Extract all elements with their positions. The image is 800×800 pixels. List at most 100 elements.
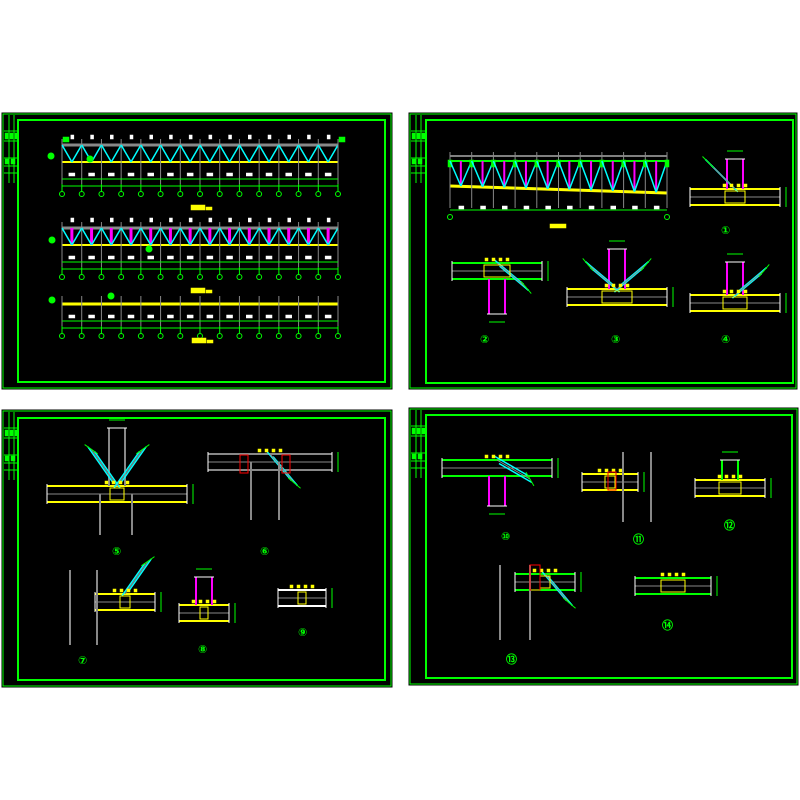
dimension-text xyxy=(88,314,95,319)
weld-symbol xyxy=(736,183,741,188)
diagonal-web xyxy=(514,160,527,189)
diagonal-web xyxy=(140,227,152,246)
axis-bubble xyxy=(216,191,223,197)
sheet-outer-border xyxy=(409,113,797,389)
dimension-text xyxy=(324,255,332,260)
detail-label-11: ⑪ xyxy=(633,532,644,546)
weld-symbol xyxy=(278,448,283,453)
axis-bubble xyxy=(256,191,263,197)
dimension-text xyxy=(226,172,233,177)
weld-symbol xyxy=(681,572,686,577)
weld-symbol xyxy=(205,599,210,604)
detail-label-14: ⑭ xyxy=(662,618,673,632)
diagonal-flange xyxy=(731,273,763,299)
diagonal-web xyxy=(189,144,201,163)
dimension-text xyxy=(147,255,154,260)
weld-symbol xyxy=(505,454,510,459)
section-callout-bubble xyxy=(48,296,56,304)
weld-symbol xyxy=(498,257,503,262)
axis-bubble xyxy=(315,191,322,197)
sheet-inner-border xyxy=(17,417,386,681)
dimension-text xyxy=(206,255,214,260)
dimension-text xyxy=(68,172,76,177)
diagonal-flange xyxy=(584,260,615,287)
diagonal-web xyxy=(120,144,132,163)
axis-bubble xyxy=(78,274,85,280)
bolt-plate xyxy=(607,471,617,491)
title-block-cell xyxy=(4,429,9,437)
diagonal-web xyxy=(278,227,290,246)
dimension-text xyxy=(246,314,253,319)
detail-label-10: ⑩ xyxy=(501,530,510,543)
diagonal-web xyxy=(189,227,201,246)
diagonal-web xyxy=(61,227,73,246)
section-callout-bubble xyxy=(48,236,56,244)
weld-symbol xyxy=(597,468,602,473)
sheet-background xyxy=(408,112,798,390)
dimension-text xyxy=(186,255,194,260)
diagonal-web xyxy=(71,227,83,246)
axis-bubble xyxy=(216,333,223,339)
title-block-cell xyxy=(9,132,14,140)
stiffener xyxy=(534,159,540,168)
diagonal-web xyxy=(471,160,484,187)
dimension-text xyxy=(127,314,135,319)
section-mark xyxy=(188,134,193,140)
weld-symbol xyxy=(667,572,672,577)
diagonal-web xyxy=(248,227,260,246)
weld-symbol xyxy=(743,289,748,294)
weld-symbol xyxy=(125,480,130,485)
break-line xyxy=(702,156,715,169)
dimension-text xyxy=(305,255,312,260)
break-line xyxy=(640,258,652,272)
diagonal-web xyxy=(327,227,339,246)
weld-symbol xyxy=(119,588,124,593)
dimension-text xyxy=(653,205,660,210)
dimension-text xyxy=(285,255,292,260)
gusset-plate xyxy=(718,481,742,495)
dimension-text xyxy=(305,314,312,319)
diagonal-web xyxy=(179,144,191,163)
diagonal-web xyxy=(288,227,300,246)
weld-symbol xyxy=(553,568,558,573)
weld-symbol xyxy=(674,572,679,577)
drawing-sheet-4 xyxy=(408,407,799,686)
diagonal-web xyxy=(258,144,270,163)
axis-bubble xyxy=(236,191,243,197)
break-line xyxy=(758,264,770,278)
column-marker xyxy=(338,136,346,143)
detail-label-4: ④ xyxy=(721,333,730,346)
section-mark xyxy=(287,134,291,140)
gusset-plate xyxy=(297,591,307,605)
weld-symbol xyxy=(104,480,109,485)
diagonal-web xyxy=(100,144,112,163)
detail-label-7: ⑦ xyxy=(78,654,87,667)
weld-symbol xyxy=(126,588,131,593)
gusset-plate xyxy=(722,296,748,310)
diagonal-flange xyxy=(113,451,141,489)
diagonal-web xyxy=(492,160,505,188)
diagonal-web xyxy=(199,144,211,163)
weld-symbol xyxy=(729,289,734,294)
diagonal-web xyxy=(209,144,221,163)
section-mark xyxy=(129,134,134,140)
dimension-text xyxy=(186,314,194,319)
axis-bubble xyxy=(256,274,263,280)
drawing-title-mark xyxy=(190,287,206,294)
section-mark xyxy=(110,217,114,223)
dimension-text xyxy=(523,205,530,210)
gusset-plate xyxy=(601,290,633,304)
stiffener xyxy=(577,159,583,168)
axis-bubble xyxy=(118,333,125,339)
weld-symbol xyxy=(604,468,609,473)
section-mark xyxy=(129,217,134,223)
title-block-cell xyxy=(14,429,19,437)
sheet-background xyxy=(1,409,393,688)
scale-mark xyxy=(205,289,213,294)
stiffener xyxy=(491,159,496,168)
scale-mark xyxy=(206,339,214,344)
diagonal-web xyxy=(159,227,172,246)
section-callout-bubble xyxy=(145,245,153,253)
section-mark xyxy=(326,217,331,223)
dimension-text xyxy=(127,255,135,260)
